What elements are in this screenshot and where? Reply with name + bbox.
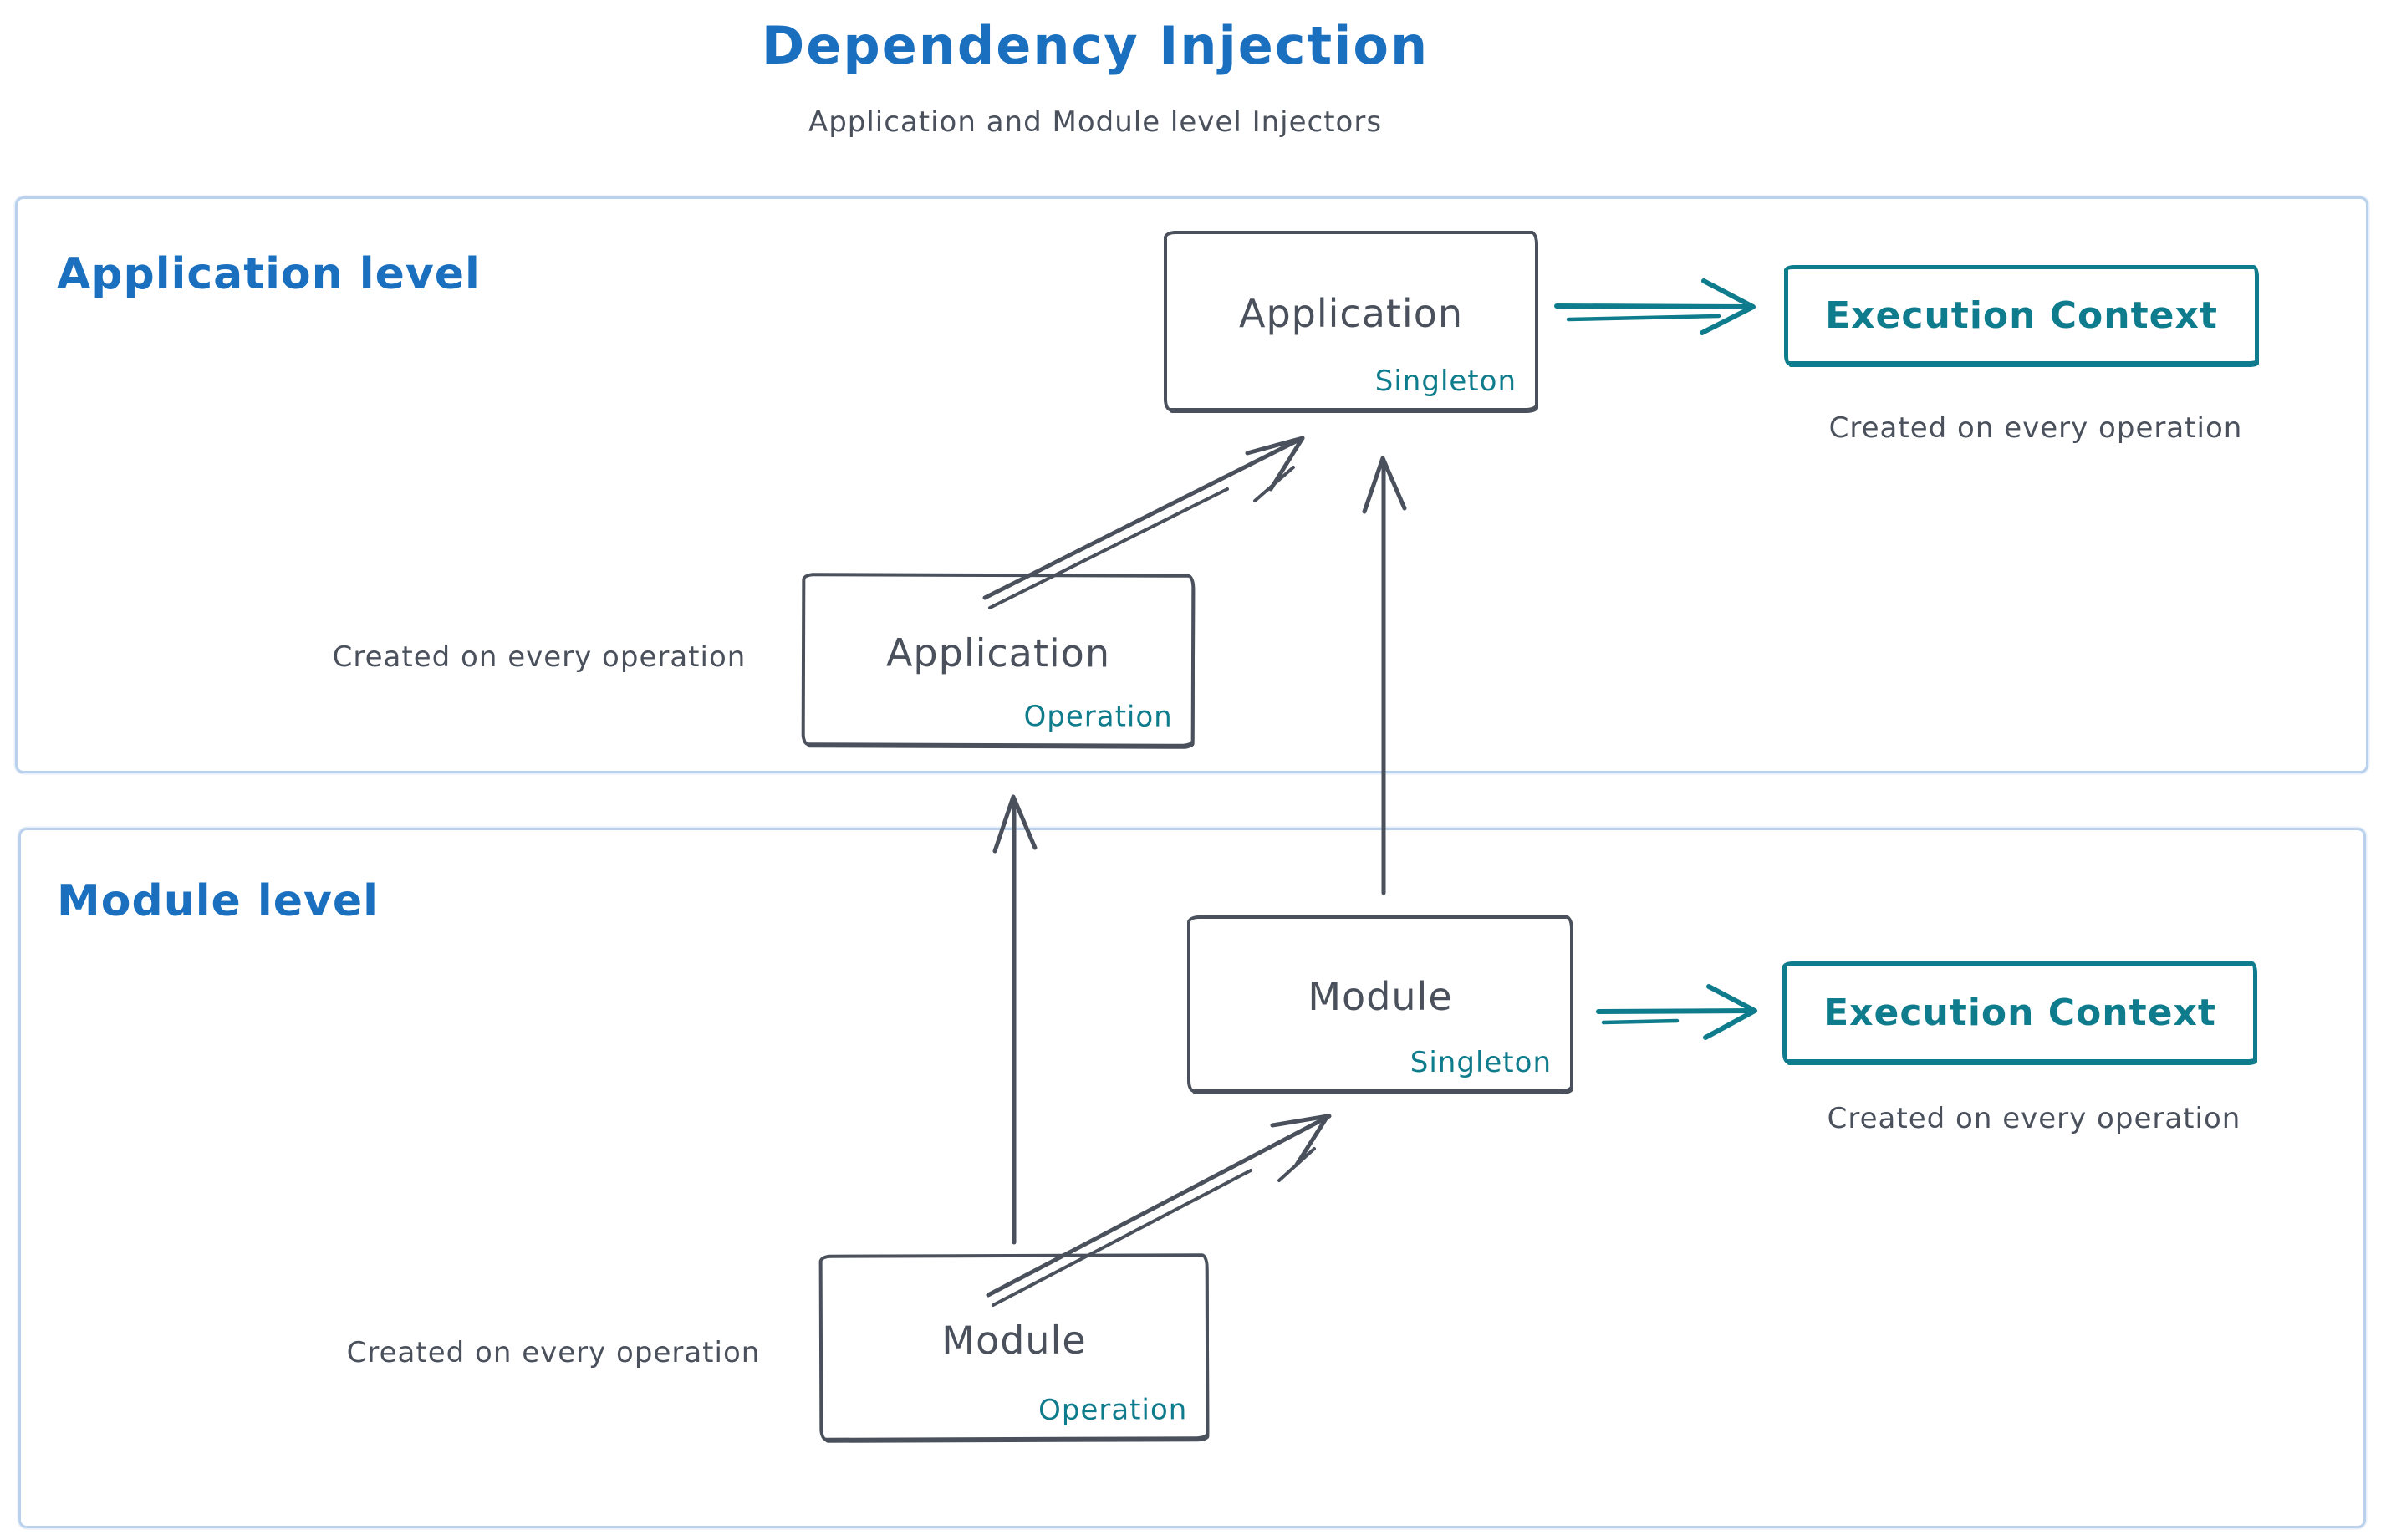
app-singleton-title: Application — [1238, 291, 1464, 336]
execution-context-app-title: Execution Context — [1825, 293, 2218, 337]
module-level-label: Module level — [57, 876, 379, 926]
app-operation-node: Application Operation — [801, 573, 1196, 747]
app-operation-tag: Operation — [1023, 700, 1173, 734]
module-level-frame — [18, 828, 2366, 1528]
app-operation-note: Created on every operation — [332, 640, 747, 674]
execution-context-module-node: Execution Context — [1782, 961, 2257, 1063]
application-level-frame — [15, 196, 2368, 773]
app-singleton-tag: Singleton — [1374, 365, 1517, 398]
module-singleton-tag: Singleton — [1410, 1046, 1552, 1079]
module-singleton-title: Module — [1308, 974, 1453, 1019]
module-operation-note: Created on every operation — [346, 1336, 761, 1369]
diagram-subtitle: Application and Module level Injectors — [808, 105, 1383, 139]
module-singleton-node: Module Singleton — [1187, 915, 1573, 1093]
module-operation-title: Module — [941, 1317, 1087, 1363]
ec-app-note: Created on every operation — [1828, 411, 2243, 445]
diagram-title: Dependency Injection — [761, 15, 1430, 76]
ec-module-note: Created on every operation — [1827, 1102, 2241, 1135]
app-singleton-node: Application Singleton — [1164, 231, 1538, 411]
module-operation-tag: Operation — [1038, 1393, 1188, 1427]
module-operation-node: Module Operation — [818, 1253, 1210, 1441]
application-level-label: Application level — [57, 249, 481, 299]
execution-context-module-title: Execution Context — [1823, 991, 2216, 1034]
app-operation-title: Application — [885, 630, 1111, 676]
execution-context-app-node: Execution Context — [1784, 265, 2259, 365]
